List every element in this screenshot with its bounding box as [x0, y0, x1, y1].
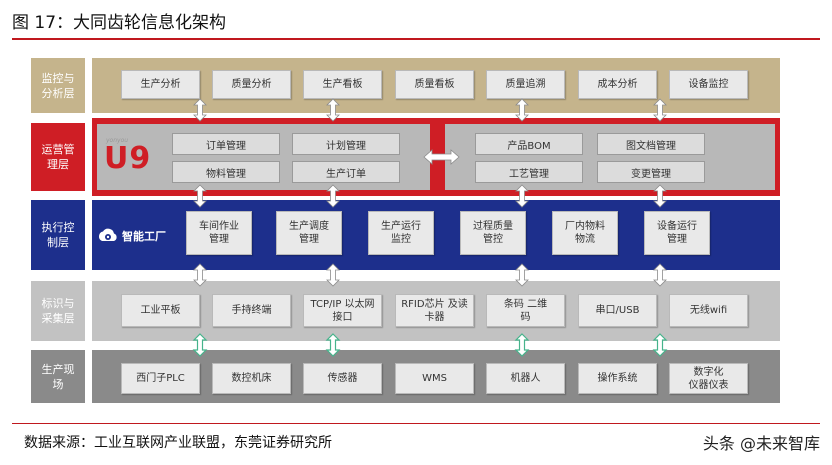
execution-item: 生产运行监控 [368, 211, 434, 255]
monitor-item: 设备监控 [669, 70, 748, 99]
site-item: 数字化 仪器仪表 [669, 363, 748, 394]
double-arrow-icon [326, 184, 340, 208]
operations-item: 计划管理 [292, 133, 400, 155]
double-arrow-icon [326, 333, 340, 357]
monitor-item: 质量分析 [212, 70, 291, 99]
operations-item: 变更管理 [597, 161, 705, 183]
layer-label-site: 生产现场 [31, 350, 85, 403]
operations-item: 工艺管理 [475, 161, 583, 183]
double-arrow-icon [653, 333, 667, 357]
layer-label-execution-text: 执行控制层 [41, 221, 75, 249]
layer-label-identification-text: 标识与采集层 [41, 297, 75, 325]
site-item: 传感器 [303, 363, 382, 394]
cloud-gear-icon [98, 228, 117, 241]
operations-item: 产品BOM [475, 133, 583, 155]
smart-factory-logo: 智能工厂 [97, 223, 183, 249]
site-item: 数控机床 [212, 363, 291, 394]
watermark: 头条 @未来智库 [702, 434, 820, 453]
double-arrow-icon [653, 98, 667, 122]
layer-label-monitor-text: 监控与分析层 [41, 71, 75, 100]
identification-item: 条码 二维码 [486, 294, 565, 327]
execution-item: 设备运行管理 [644, 211, 710, 255]
layer-label-execution: 执行控制层 [31, 200, 85, 270]
identification-item: TCP/IP 以太网接口 [303, 294, 382, 327]
monitor-item: 成本分析 [578, 70, 657, 99]
site-item: WMS [395, 363, 474, 394]
execution-item: 厂内物料物流 [552, 211, 618, 255]
double-arrow-icon [515, 98, 529, 122]
monitor-item: 生产看板 [303, 70, 382, 99]
layer-label-monitor: 监控与分析层 [31, 58, 85, 113]
u9-logo-caption: yonyou [106, 136, 129, 144]
double-arrow-icon [423, 149, 460, 165]
operations-item: 物料管理 [172, 161, 280, 183]
execution-item: 过程质量管控 [460, 211, 526, 255]
source-note: 数据来源：工业互联网产业联盟，东莞证券研究所 [24, 435, 332, 451]
double-arrow-icon [193, 263, 207, 287]
double-arrow-icon [326, 263, 340, 287]
u9-logo-text: U9 [104, 140, 152, 176]
double-arrow-icon [193, 98, 207, 122]
footer-divider [12, 423, 820, 424]
execution-item: 生产调度管理 [276, 211, 342, 255]
operations-item: 图文档管理 [597, 133, 705, 155]
double-arrow-icon [515, 333, 529, 357]
identification-item: RFID芯片 及读卡器 [395, 294, 474, 327]
monitor-item: 质量追溯 [486, 70, 565, 99]
operations-item: 生产订单 [292, 161, 400, 183]
layer-label-operations-text: 运营管理层 [41, 143, 75, 171]
double-arrow-icon [193, 184, 207, 208]
execution-item: 车间作业管理 [186, 211, 252, 255]
double-arrow-icon [515, 263, 529, 287]
site-item: 操作系统 [578, 363, 657, 394]
double-arrow-icon [193, 333, 207, 357]
double-arrow-icon [653, 263, 667, 287]
u9-logo: yonyou U9 [104, 130, 164, 180]
layer-label-site-text: 生产现场 [41, 362, 75, 391]
monitor-item: 生产分析 [121, 70, 200, 99]
operations-item: 订单管理 [172, 133, 280, 155]
double-arrow-icon [326, 98, 340, 122]
identification-item: 工业平板 [121, 294, 200, 327]
layer-label-identification: 标识与采集层 [31, 281, 85, 341]
identification-item: 手持终端 [212, 294, 291, 327]
monitor-item: 质量看板 [395, 70, 474, 99]
layer-label-operations: 运营管理层 [31, 123, 85, 191]
title-divider [12, 38, 820, 40]
identification-item: 串口/USB [578, 294, 657, 327]
figure-title: 图 17：大同齿轮信息化架构 [12, 13, 227, 33]
double-arrow-icon [515, 184, 529, 208]
double-arrow-icon [653, 184, 667, 208]
identification-item: 无线wifi [669, 294, 748, 327]
smart-factory-text: 智能工厂 [122, 230, 166, 243]
site-item: 西门子PLC [121, 363, 200, 394]
site-item: 机器人 [486, 363, 565, 394]
